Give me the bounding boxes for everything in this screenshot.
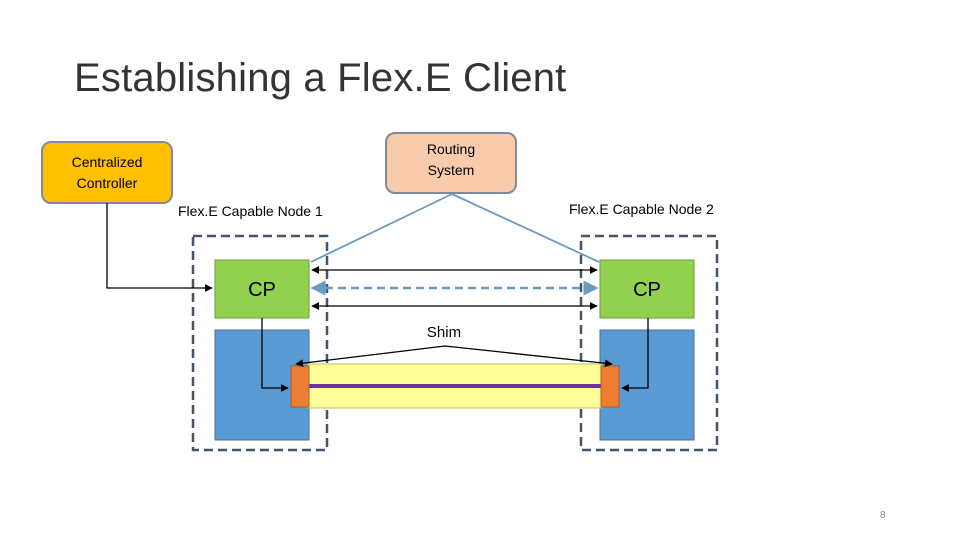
- cp-right-label: CP: [633, 279, 661, 301]
- centralized-controller-box: [41, 141, 173, 204]
- routing-system-label-line1: Routing: [427, 141, 475, 157]
- node1-boundary: [191, 234, 329, 452]
- shim-label: Shim: [427, 324, 461, 341]
- node2-label: Flex.E Capable Node 2: [569, 201, 714, 217]
- routing-to-cp-left-line: [310, 193, 453, 263]
- controller-to-cp-arrow: [106, 203, 213, 292]
- cp-left-to-shim-arrow: [261, 318, 289, 392]
- cp-left-label: CP: [248, 279, 276, 301]
- node2-boundary: [579, 234, 719, 452]
- routing-system-box: [385, 132, 517, 194]
- cp-right-box: [599, 259, 695, 319]
- slide-title: Establishing a Flex.E Client: [74, 56, 567, 100]
- routing-to-cp-right-line: [451, 193, 600, 263]
- shim-pointer-lines: [295, 345, 613, 368]
- node1-label: Flex.E Capable Node 1: [178, 203, 323, 219]
- centralized-controller-label-line1: Centralized: [72, 154, 143, 170]
- routing-system-label-line2: System: [428, 162, 475, 178]
- shim-left: [290, 365, 310, 408]
- shim-right: [600, 365, 620, 408]
- centralized-controller-label-line2: Controller: [77, 175, 138, 191]
- page-number: 8: [880, 510, 886, 521]
- cp-right-to-shim-arrow: [621, 318, 649, 392]
